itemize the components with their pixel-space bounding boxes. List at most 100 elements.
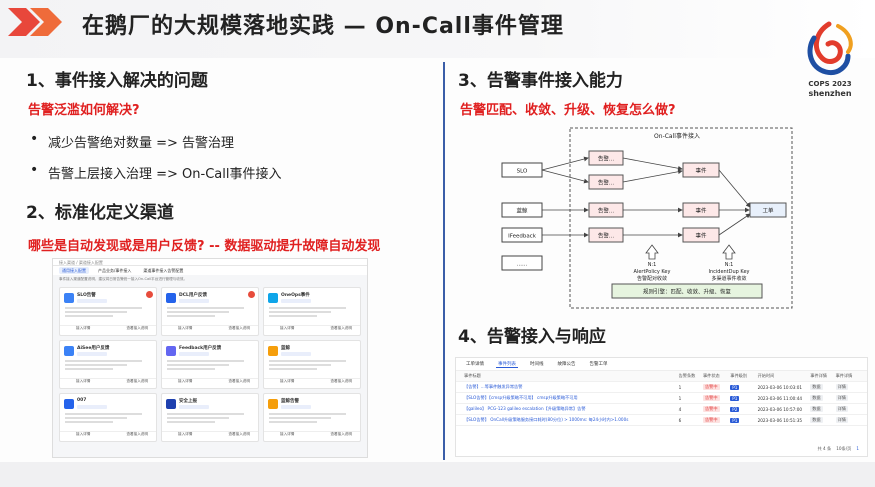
channel-tag: [179, 405, 209, 409]
col-header: 事件详情: [835, 373, 853, 378]
access-detail-button[interactable]: 接入详情: [178, 379, 193, 383]
view-doc-button[interactable]: 查看接入说明: [330, 379, 352, 383]
channel-card[interactable]: 安全上报接入详情查看接入说明: [161, 393, 259, 442]
desc-line: [65, 315, 113, 317]
tab-product[interactable]: 产品业务/事件接入: [98, 268, 132, 273]
detail-button[interactable]: 详情: [835, 406, 848, 412]
access-detail-button[interactable]: 接入详情: [280, 379, 295, 383]
tab-general[interactable]: 通用接入配置: [59, 267, 89, 274]
access-detail-button[interactable]: 接入详情: [178, 432, 193, 436]
logo-text-year: COPS 2023: [808, 80, 852, 88]
access-detail-button[interactable]: 接入详情: [76, 379, 91, 383]
view-doc-button[interactable]: 查看接入说明: [228, 326, 250, 330]
channel-card-title: DCL用户反馈: [179, 293, 207, 298]
channel-card[interactable]: 蓝鲸接入详情查看接入说明: [263, 340, 361, 389]
event-box-label: 事件: [695, 232, 707, 240]
data-button[interactable]: 数据: [810, 395, 823, 401]
data-button[interactable]: 数据: [810, 384, 823, 390]
channel-tag: [77, 352, 107, 356]
event-title-link[interactable]: 【SLO告警】 OnCall升级策略服务接口耗时(80分位) > 1000ms:…: [464, 417, 629, 422]
view-doc-button[interactable]: 查看接入说明: [126, 379, 148, 383]
access-detail-button[interactable]: 接入详情: [280, 432, 295, 436]
access-detail-button[interactable]: 接入详情: [76, 432, 91, 436]
rule-engine-bar: [611, 283, 763, 299]
desc-line: [269, 368, 317, 370]
tab-channel-alert[interactable]: 渠道事件接入告警配置: [143, 268, 184, 273]
channel-icon: [268, 346, 278, 356]
data-button[interactable]: 数据: [810, 406, 823, 412]
alert-box-label: 告警...: [598, 207, 614, 215]
tab-alert-ticket[interactable]: 告警工单: [589, 362, 608, 367]
section-4-title: 4、告警接入与响应: [458, 327, 606, 347]
card-divider: [162, 431, 258, 432]
table-header: 事件标题 告警条数 事件状态 事件级别 开始时间 事件详情 事件详情: [456, 371, 867, 382]
tab-timeline[interactable]: 时间线: [530, 362, 544, 367]
policy-desc-label: 告警配对收敛: [637, 275, 667, 282]
data-button[interactable]: 数据: [810, 417, 823, 423]
alert-box-label: 告警...: [598, 232, 614, 240]
channel-card-title: SLO告警: [77, 293, 96, 298]
diagram-title: On-Call事件接入: [654, 132, 700, 140]
view-doc-button[interactable]: 查看接入说明: [126, 432, 148, 436]
access-detail-button[interactable]: 接入详情: [280, 326, 295, 330]
tab-ticket-detail[interactable]: 工单详情: [466, 362, 484, 367]
channel-card-title: 007: [77, 398, 87, 403]
desc-line: [167, 417, 230, 419]
channel-card[interactable]: DCL用户反馈接入详情 查看接入说明: [161, 287, 259, 336]
desc-line: [167, 413, 244, 415]
source-more-label: ......: [517, 262, 528, 268]
channel-tag: [281, 405, 311, 409]
event-tabs: 工单详情 事件列表 时间线 故障公告 告警工单: [456, 358, 867, 371]
channel-icon: [166, 346, 176, 356]
card-divider: [162, 325, 258, 326]
level-badge: P1: [730, 417, 740, 423]
view-doc-button[interactable]: 查看接入说明: [330, 326, 352, 330]
start-time: 2023-03-06 10:51:35: [757, 417, 803, 423]
pager-page[interactable]: 1: [856, 446, 859, 451]
channel-config-screenshot: 接入渠道 / 渠道接入配置 通用接入配置 产品业务/事件接入 渠道事件接入告警配…: [52, 258, 368, 458]
source-more: [501, 255, 543, 271]
card-divider: [60, 378, 156, 379]
access-detail-button[interactable]: 接入详情: [178, 326, 193, 330]
level-badge: P1: [730, 384, 740, 390]
alert-count: 1: [678, 384, 682, 390]
event-title-link[interactable]: 【告警】...等事件触发异常告警: [464, 384, 523, 389]
desc-line: [269, 360, 346, 362]
view-doc-button[interactable]: 查看接入说明: [330, 432, 352, 436]
pager-size[interactable]: 10条/页: [836, 446, 852, 451]
column-divider: [443, 62, 445, 460]
section-3-question: 告警匹配、收敛、升级、恢复怎么做?: [460, 103, 676, 118]
channel-card[interactable]: 蓝鲸告警接入详情查看接入说明: [263, 393, 361, 442]
tab-fault-notice[interactable]: 故障公告: [557, 362, 576, 367]
pagination: 共 4 条 10条/页 1: [818, 446, 860, 452]
table-row[interactable]: 【SLO告警】 OnCall升级策略服务接口耗时(80分位) > 1000ms:…: [456, 415, 867, 426]
detail-button[interactable]: 详情: [835, 384, 848, 390]
up-arrow-icon: [722, 244, 736, 260]
detail-button[interactable]: 详情: [835, 417, 848, 423]
alert-count: 4: [678, 406, 682, 412]
desc-line: [269, 417, 332, 419]
desc-line: [167, 315, 215, 317]
table-row[interactable]: 【galileo】 PCG-123 galileo escalation【升级策…: [456, 404, 867, 415]
desc-line: [269, 315, 317, 317]
event-title-link[interactable]: 【SLO告警】【cmsp升级策略不可用】 cmsp升级策略不可用: [464, 395, 578, 400]
tab-event-list[interactable]: 事件列表: [496, 362, 518, 368]
channel-card[interactable]: OneOps事件接入详情查看接入说明: [263, 287, 361, 336]
status-badge: 告警中: [702, 395, 720, 401]
access-detail-button[interactable]: 接入详情: [76, 326, 91, 330]
pager-total: 共 4 条: [817, 446, 832, 451]
event-title-link[interactable]: 【galileo】 PCG-123 galileo escalation【升级策…: [464, 406, 586, 411]
channel-card[interactable]: SLO告警接入详情 查看接入说明: [59, 287, 157, 336]
channel-card[interactable]: 007 接入详情 查看接入说明: [59, 393, 157, 442]
channel-icon: [64, 293, 74, 303]
view-doc-button[interactable]: 查看接入说明: [228, 432, 250, 436]
view-doc-button[interactable]: 查看接入说明: [126, 326, 148, 330]
channel-card[interactable]: AiSee用户反馈接入详情查看接入说明: [59, 340, 157, 389]
channel-card[interactable]: Feedback用户反馈接入详情查看接入说明: [161, 340, 259, 389]
view-doc-button[interactable]: 查看接入说明: [228, 379, 250, 383]
dup-key-label: IncidentDup Key: [708, 269, 749, 275]
detail-button[interactable]: 详情: [835, 395, 848, 401]
start-time: 2023-03-06 10:57:00: [757, 406, 803, 412]
